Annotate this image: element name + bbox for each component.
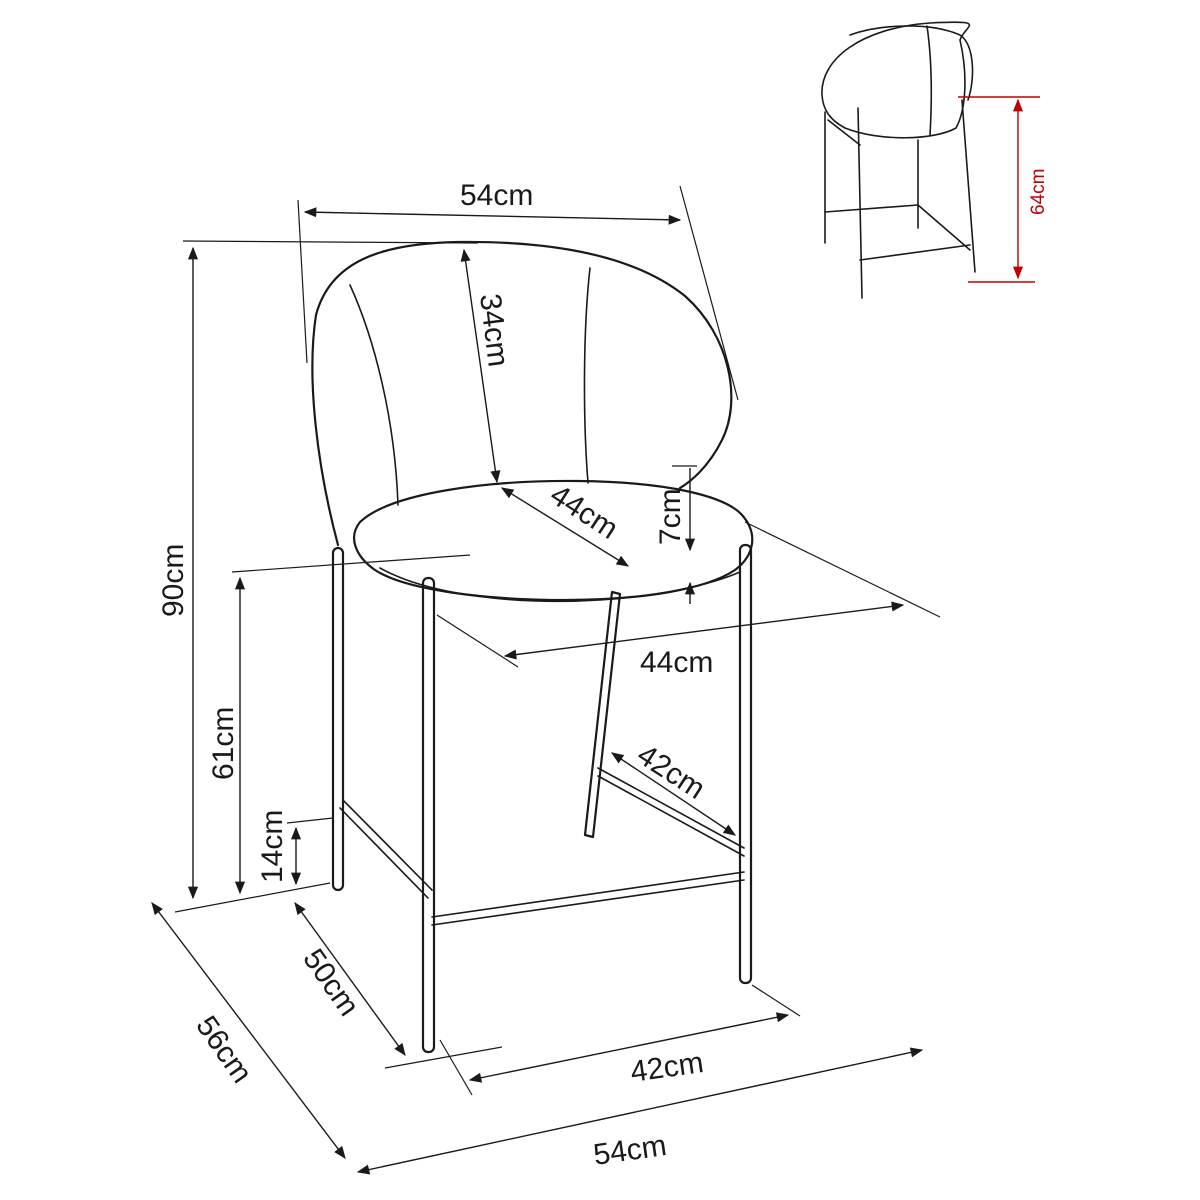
leg-front-left (421, 576, 436, 1054)
inset-backrest-seam (926, 25, 933, 136)
chair-drawing (311, 240, 754, 1054)
dim-line-total-width (356, 1047, 924, 1175)
dim-line-seat-width (503, 601, 905, 660)
inset-backrest-outline (821, 21, 971, 139)
label-leg-width: 42cm (628, 1046, 705, 1089)
seat-cushion (353, 479, 754, 602)
label-total-width: 54cm (591, 1129, 668, 1172)
footrest-bar-left (339, 799, 433, 899)
dimension-lines (151, 185, 941, 1175)
inset-rear-view: 64cm (821, 21, 1049, 299)
inset-leg-2 (857, 107, 863, 299)
label-seat-height: 61cm (207, 707, 240, 780)
label-footrest-depth: 42cm (631, 738, 710, 806)
label-seat-depth: 44cm (544, 478, 623, 546)
footrest-bar-front (431, 871, 745, 926)
dim-line-backrest-width (303, 207, 682, 225)
label-total-depth: 56cm (189, 1010, 258, 1089)
inset-backrest-top (849, 25, 974, 101)
dim-line-leg-width (468, 1012, 790, 1083)
label-seat-thickness: 7cm (654, 488, 687, 545)
backrest-seam-right (583, 267, 591, 484)
dim-line-footrest-depth (610, 752, 737, 836)
label-leg-depth: 50cm (296, 943, 365, 1022)
leg-front-right (738, 543, 753, 985)
seat-frame (379, 567, 741, 603)
label-seat-width: 44cm (640, 646, 713, 679)
dim-line-seat-depth (500, 487, 630, 567)
label-inset-back-height: 64cm (1028, 169, 1049, 215)
inset-leg-4 (961, 99, 976, 273)
dim-line-total-depth (151, 901, 346, 1160)
leg-back-left (331, 546, 345, 892)
leg-back-right (583, 590, 622, 839)
backrest-outline (311, 240, 733, 547)
dim-line-backrest-height (460, 248, 501, 484)
label-backrest-width: 54cm (460, 179, 533, 212)
backrest-seam-left (349, 284, 399, 506)
label-total-height: 90cm (157, 544, 190, 617)
label-footrest-height: 14cm (256, 810, 289, 883)
